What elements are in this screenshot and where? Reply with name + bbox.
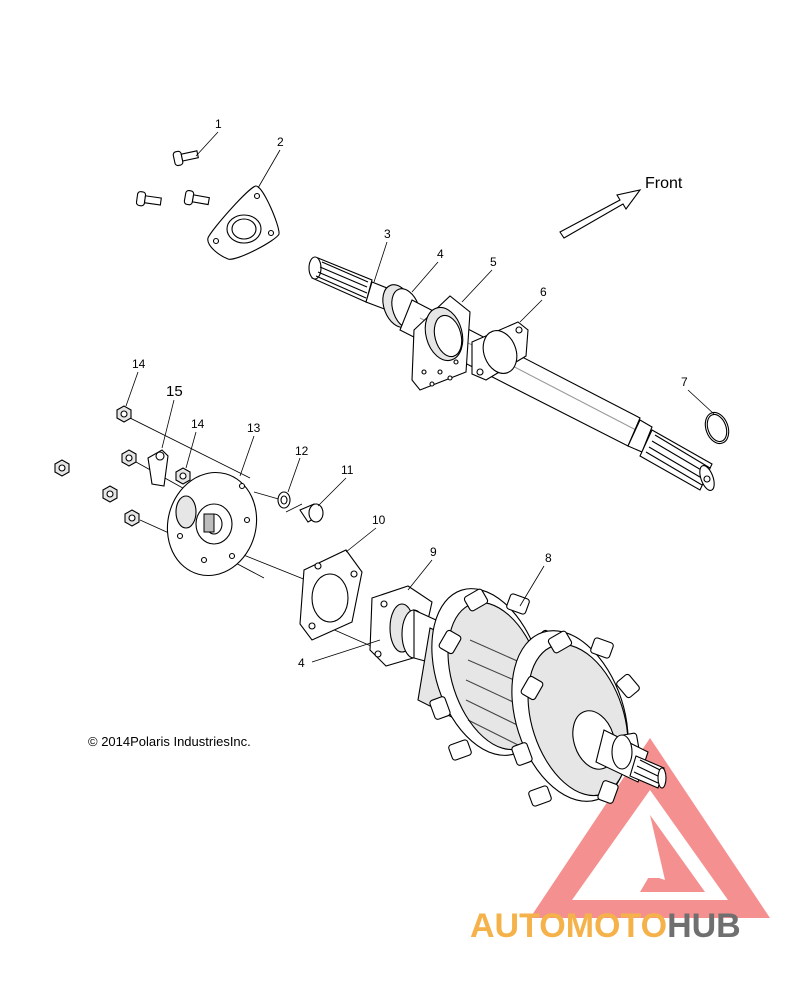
callout-10: 10 xyxy=(372,513,386,527)
callout-2: 2 xyxy=(277,135,284,149)
bearing-housing-part-5 xyxy=(411,295,471,391)
watermark-logo xyxy=(530,738,770,918)
gasket-part-6 xyxy=(471,321,529,381)
nut-parts-14 xyxy=(54,405,191,527)
watermark-text-hub: HUB xyxy=(667,907,741,945)
callout-6: 6 xyxy=(540,285,547,299)
callout-14-upper: 14 xyxy=(132,357,146,371)
drive-sprocket-assembly-part-8 xyxy=(417,588,667,807)
callout-labels: 1 2 3 4 5 6 7 8 9 10 11 12 13 14 14 15 4 xyxy=(132,117,688,670)
callout-4-lower: 4 xyxy=(298,656,305,670)
watermark-text: AUTOMOTOHUB xyxy=(470,907,741,945)
watermark-a-shape xyxy=(640,815,705,892)
plug-part-11 xyxy=(299,503,324,523)
gasket-part-10 xyxy=(299,549,363,641)
watermark-a-hole xyxy=(628,848,662,878)
o-ring-part-7 xyxy=(704,411,730,445)
watermark-text-automoto: AUTOMOTO xyxy=(470,907,667,945)
callout-8: 8 xyxy=(545,551,552,565)
callout-5: 5 xyxy=(490,255,497,269)
callout-1: 1 xyxy=(215,117,222,131)
front-direction-indicator: Front xyxy=(559,175,683,239)
callout-9: 9 xyxy=(430,545,437,559)
washer-part-12 xyxy=(277,491,291,509)
drive-shaft-part-3 xyxy=(308,256,715,491)
callout-12: 12 xyxy=(295,444,309,458)
callout-7: 7 xyxy=(681,375,688,389)
callout-15: 15 xyxy=(166,383,183,400)
callout-4-upper: 4 xyxy=(437,247,444,261)
callout-13: 13 xyxy=(247,421,261,435)
callout-3: 3 xyxy=(384,227,391,241)
callout-11: 11 xyxy=(341,463,354,477)
callout-14-lower: 14 xyxy=(191,417,205,431)
front-label: Front xyxy=(645,175,683,192)
flange-plate-part-2 xyxy=(207,185,280,260)
hub-flange-part-13 xyxy=(166,471,258,577)
copyright-text: © 2014Polaris IndustriesInc. xyxy=(88,734,251,749)
callout-leader-lines xyxy=(125,131,715,663)
bolt-part-1 xyxy=(135,150,210,207)
bearing-flange-part-9 xyxy=(369,585,437,667)
bracket-part-15 xyxy=(147,449,169,487)
front-arrow-icon xyxy=(559,189,642,239)
